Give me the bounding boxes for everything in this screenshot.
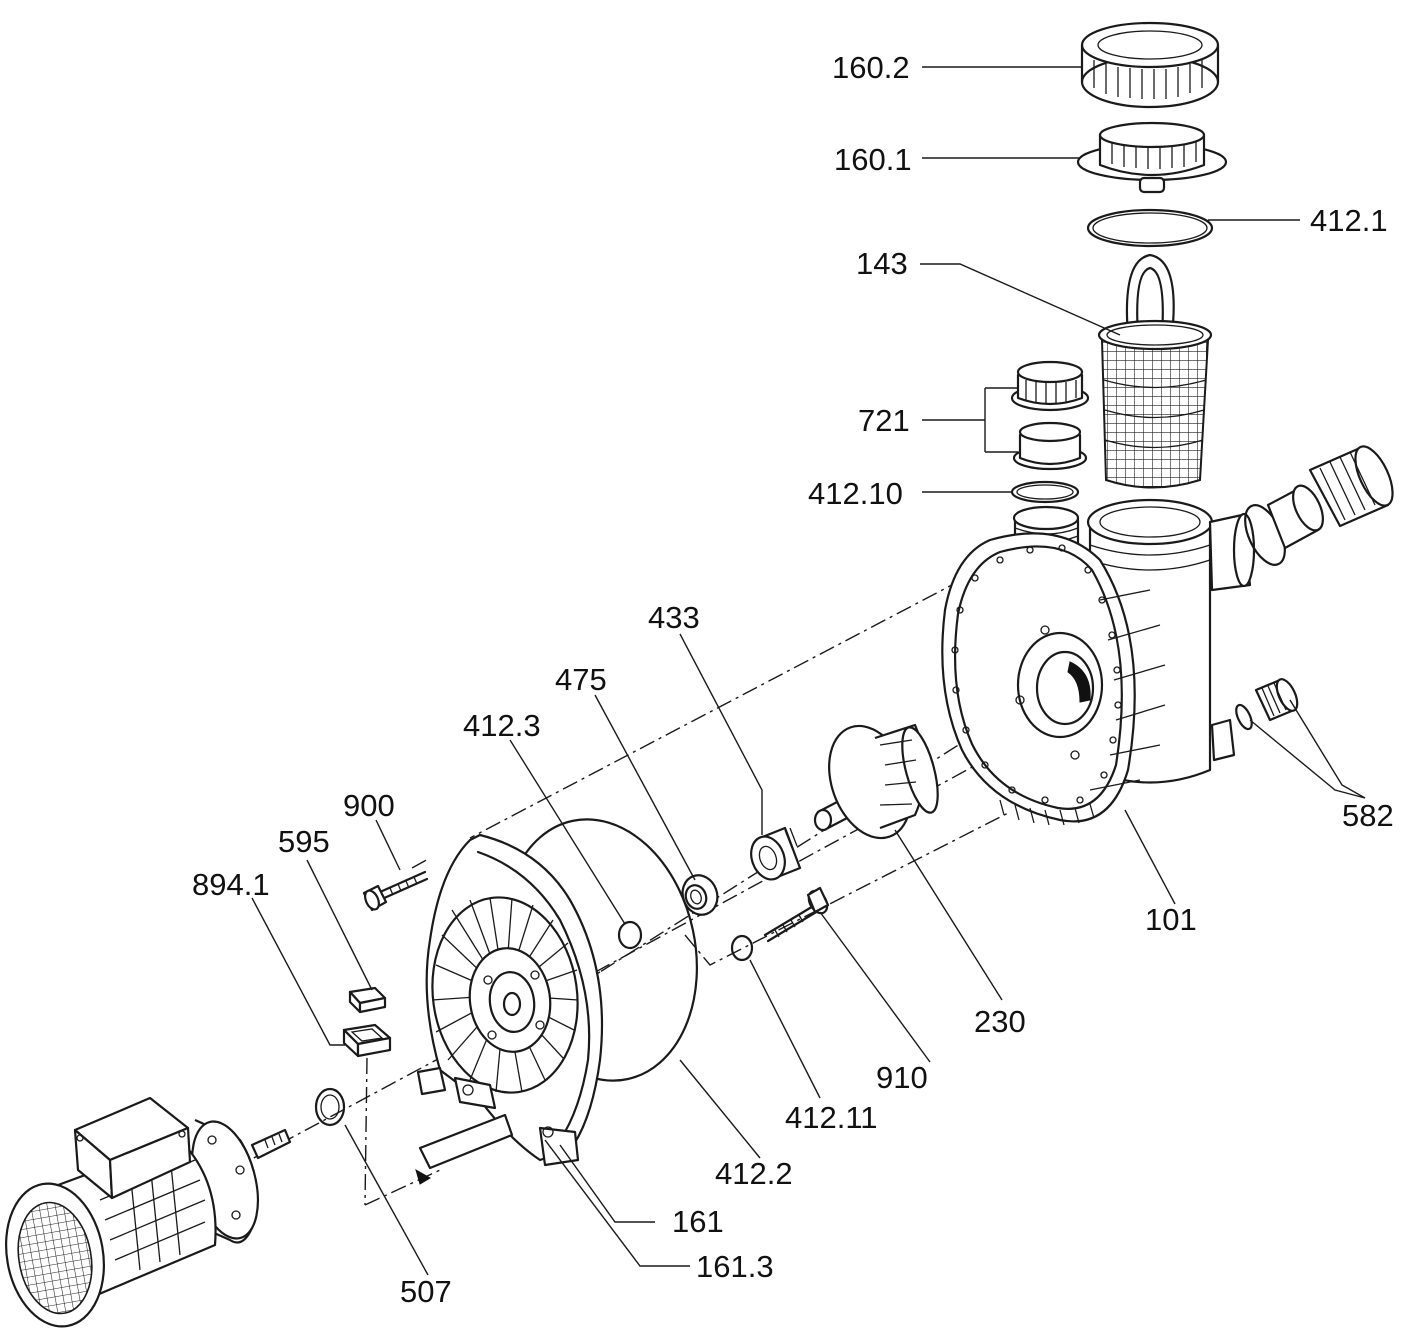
leader-lines xyxy=(251,66,1366,1276)
label-582: 582 xyxy=(1342,798,1394,833)
part-582-drain-plug xyxy=(1235,678,1299,731)
label-230: 230 xyxy=(974,1004,1026,1039)
label-412-3: 412.3 xyxy=(463,708,541,743)
label-507: 507 xyxy=(400,1274,452,1309)
label-721: 721 xyxy=(858,403,910,438)
label-412-11: 412.11 xyxy=(785,1100,878,1135)
label-412-1: 412.1 xyxy=(1310,203,1388,238)
part-161-housing-cover xyxy=(416,833,604,1170)
part-721-plug-upper xyxy=(1010,360,1090,412)
label-160-2: 160.2 xyxy=(832,50,910,85)
part-160-1-cover-insert xyxy=(1076,121,1228,194)
suction-union-parts xyxy=(1244,445,1394,566)
part-412-11-o-ring xyxy=(730,934,754,962)
label-160-1: 160.1 xyxy=(834,142,912,177)
label-161: 161 xyxy=(672,1204,724,1239)
part-894-1-holder xyxy=(342,1023,392,1058)
label-101: 101 xyxy=(1145,902,1197,937)
part-labels: 160.2 160.1 412.1 143 721 412.10 433 475… xyxy=(192,50,1394,1309)
part-101-pump-housing xyxy=(941,498,1256,826)
label-412-2: 412.2 xyxy=(715,1156,793,1191)
label-910: 910 xyxy=(876,1060,928,1095)
label-412-10: 412.10 xyxy=(808,476,903,511)
motor xyxy=(5,1096,292,1328)
label-475: 475 xyxy=(555,662,607,697)
part-910-screw xyxy=(763,886,830,943)
label-161-3: 161.3 xyxy=(696,1249,774,1284)
part-475-counter-ring xyxy=(681,874,719,916)
label-595: 595 xyxy=(278,824,330,859)
part-433-mechanical-seal xyxy=(750,826,802,881)
label-433: 433 xyxy=(648,600,700,635)
part-230-impeller xyxy=(813,723,939,840)
part-900-screw xyxy=(362,870,429,912)
label-894-1: 894.1 xyxy=(192,867,270,902)
part-412-10-o-ring xyxy=(1010,480,1080,504)
label-900: 900 xyxy=(343,788,395,823)
label-143: 143 xyxy=(856,246,908,281)
part-160-2-cover-ring xyxy=(1080,21,1220,109)
part-143-strainer-basket xyxy=(1097,253,1213,489)
part-721-plug-lower xyxy=(1012,421,1088,471)
part-595-block xyxy=(348,986,387,1014)
part-412-3-o-ring xyxy=(617,920,643,950)
part-507-splash-ring xyxy=(314,1087,346,1127)
part-412-1-o-ring xyxy=(1086,208,1214,248)
